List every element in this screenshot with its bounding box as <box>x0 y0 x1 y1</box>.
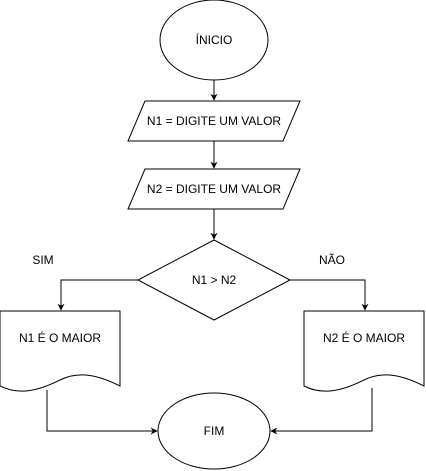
input-n1-node <box>127 100 301 142</box>
input-n2-label: N2 = DIGITE UM VALOR <box>146 182 282 196</box>
yes-edge-label: SIM <box>32 253 54 267</box>
result-n1-label: N1 É O MAIOR <box>18 331 102 345</box>
edge-decision-to-result-n1 <box>57 279 138 311</box>
no-edge-label: NÃO <box>318 253 346 267</box>
result-n2-node <box>303 310 425 392</box>
result-n2-label: N2 É O MAIOR <box>322 331 406 345</box>
result-n1-node <box>0 310 121 392</box>
edge-result-n1-to-end <box>46 390 158 435</box>
decision-node <box>136 239 292 321</box>
end-node-label: FIM <box>203 424 225 438</box>
end-node <box>157 392 271 470</box>
decision-label: N1 > N2 <box>191 273 237 287</box>
edge-result-n2-to-end <box>270 388 373 435</box>
start-node-label: ÍNICIO <box>195 33 233 47</box>
input-n2-node <box>127 168 301 210</box>
input-n1-label: N1 = DIGITE UM VALOR <box>146 114 282 128</box>
edge-decision-to-result-n2 <box>290 279 369 311</box>
